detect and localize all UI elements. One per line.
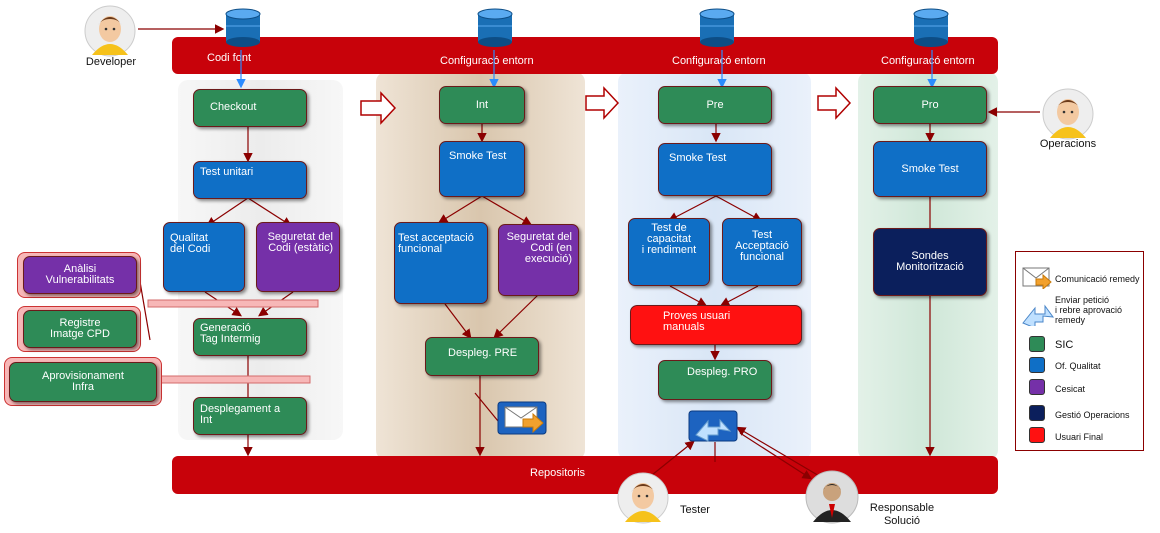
smoke-test-pro-box[interactable]: Smoke Test <box>873 141 987 197</box>
legend-envelope-icon <box>1022 267 1052 289</box>
seguretat-estatic-box[interactable]: Seguretat del Codi (estàtic) <box>256 222 340 292</box>
label-config-int: Configuracó entorn <box>440 55 534 67</box>
pro-box[interactable]: Pro <box>873 86 987 124</box>
responsable-avatar-icon <box>805 470 859 524</box>
legend-swatch-usuari <box>1029 427 1045 443</box>
actor-responsable: Responsable Solució <box>869 502 935 527</box>
bottom-band <box>172 456 998 494</box>
operacions-avatar-icon <box>1042 88 1094 140</box>
legend-enviar-label: Enviar petició i rebre aprovació remedy <box>1055 295 1123 325</box>
database-icon-pre <box>699 8 735 47</box>
smoke-test-pre-box[interactable]: Smoke Test <box>658 143 772 196</box>
legend: Comunicació remedy Enviar petició i rebr… <box>1015 251 1144 451</box>
legend-swatch-sic <box>1029 336 1045 352</box>
generacio-tag-box[interactable]: Generació Tag Intermig <box>193 318 307 356</box>
legend-swatch-gestio <box>1029 405 1045 421</box>
pre-box[interactable]: Pre <box>658 86 772 124</box>
legend-usuari-label: Usuari Final <box>1055 432 1104 442</box>
legend-qualitat-label: Of. Qualitat <box>1055 361 1101 371</box>
actor-operacions: Operacions <box>1039 138 1097 150</box>
legend-sic-label: SIC <box>1055 339 1074 351</box>
despleg-pro-box[interactable]: Despleg. PRO <box>658 360 772 400</box>
top-band <box>172 37 998 74</box>
int-box[interactable]: Int <box>439 86 525 124</box>
proves-usuari-box[interactable]: Proves usuari manuals <box>630 305 802 345</box>
label-repositoris: Repositoris <box>530 467 586 479</box>
legend-swatch-cesicat <box>1029 379 1045 395</box>
desplegament-int-box[interactable]: Desplegament a Int <box>193 397 307 435</box>
actor-tester: Tester <box>680 504 710 516</box>
label-codi-font: Codi font <box>207 52 252 64</box>
legend-comunicacio-label: Comunicació remedy <box>1055 274 1140 284</box>
test-acceptacio-pre-box[interactable]: Test Acceptació funcional <box>722 218 802 286</box>
aprovisionament-infra-box[interactable]: Aprovisionament Infra <box>9 362 157 402</box>
database-icon-pro <box>913 8 949 47</box>
legend-cesicat-label: Cesicat <box>1055 384 1086 394</box>
sondes-monitoritzacio-box[interactable]: Sondes Monitorització <box>873 228 987 296</box>
despleg-pre-box[interactable]: Despleg. PRE <box>425 337 539 376</box>
test-acceptacio-int-box[interactable]: Test acceptació funcional <box>394 222 488 304</box>
legend-approval-icon <box>1022 304 1054 326</box>
label-config-pro: Configuracó entorn <box>881 55 975 67</box>
remedy-approval-icon[interactable] <box>688 410 738 442</box>
remedy-envelope-icon[interactable] <box>497 401 547 435</box>
seguretat-execucio-box[interactable]: Seguretat del Codi (en execució) <box>498 224 579 296</box>
developer-avatar-icon <box>84 5 136 57</box>
legend-gestio-label: Gestió Operacions <box>1055 410 1130 420</box>
database-icon-codi <box>225 8 261 47</box>
smoke-test-int-box[interactable]: Smoke Test <box>439 141 525 197</box>
database-icon-int <box>477 8 513 47</box>
label-config-pre: Configuracó entorn <box>672 55 766 67</box>
test-capacitat-box[interactable]: Test de capacitat i rendiment <box>628 218 710 286</box>
legend-swatch-qualitat <box>1029 357 1045 373</box>
analisi-vulnerabilitats-box[interactable]: Anàlisi Vulnerabilitats <box>23 256 137 294</box>
registre-imatge-box[interactable]: Registre Imatge CPD <box>23 310 137 348</box>
qualitat-codi-box[interactable]: Qualitat del Codi <box>163 222 245 292</box>
tester-avatar-icon <box>617 472 669 524</box>
test-unitari-box[interactable]: Test unitari <box>193 161 307 199</box>
actor-developer: Developer <box>85 56 137 68</box>
checkout-box[interactable]: Checkout <box>193 89 307 127</box>
